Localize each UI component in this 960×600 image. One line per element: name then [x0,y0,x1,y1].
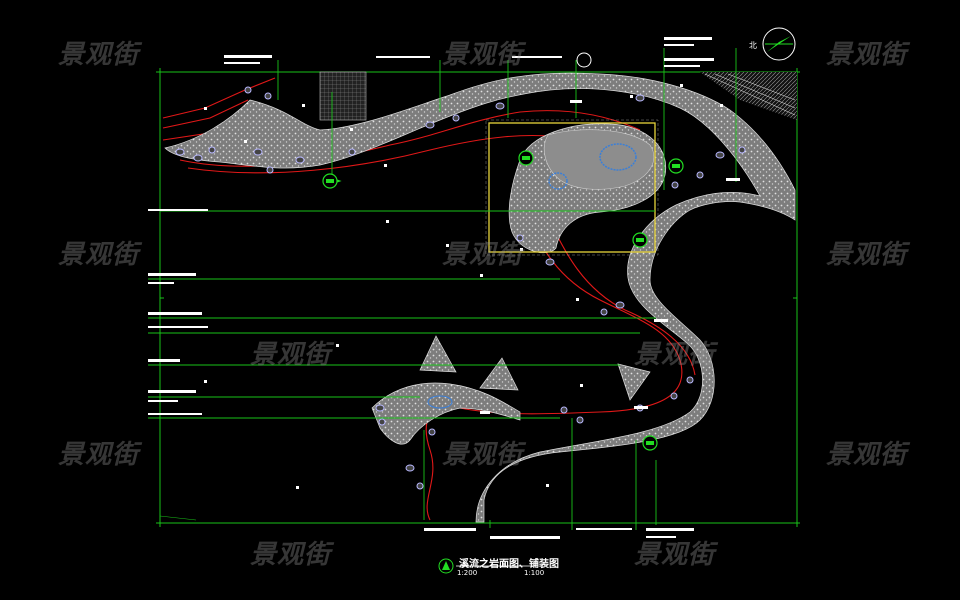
lower-path [371,382,521,445]
island-plateau [544,129,655,190]
drawing-frame [156,68,800,527]
hatched-zone [700,72,797,120]
boulders [175,86,746,490]
corner-mark [159,515,197,521]
section-marker-icon [438,558,454,574]
triangular-planters [419,335,651,401]
drawing-scale-left: 1:200 [457,569,478,577]
detail-box [488,122,656,253]
annotation-labels [148,37,740,539]
section-markers [322,52,684,451]
survey-points [204,84,723,489]
upper-path [164,72,796,523]
svg-text:北: 北 [749,41,757,50]
drawing-scale-right: 1:100 [524,569,545,577]
pond [427,143,637,409]
paving-grid [319,71,367,121]
drawing-title: 溪流之岩面图、铺装图 [459,559,559,570]
leader-lines [148,48,737,530]
north-arrow-icon: 北 [749,27,796,61]
